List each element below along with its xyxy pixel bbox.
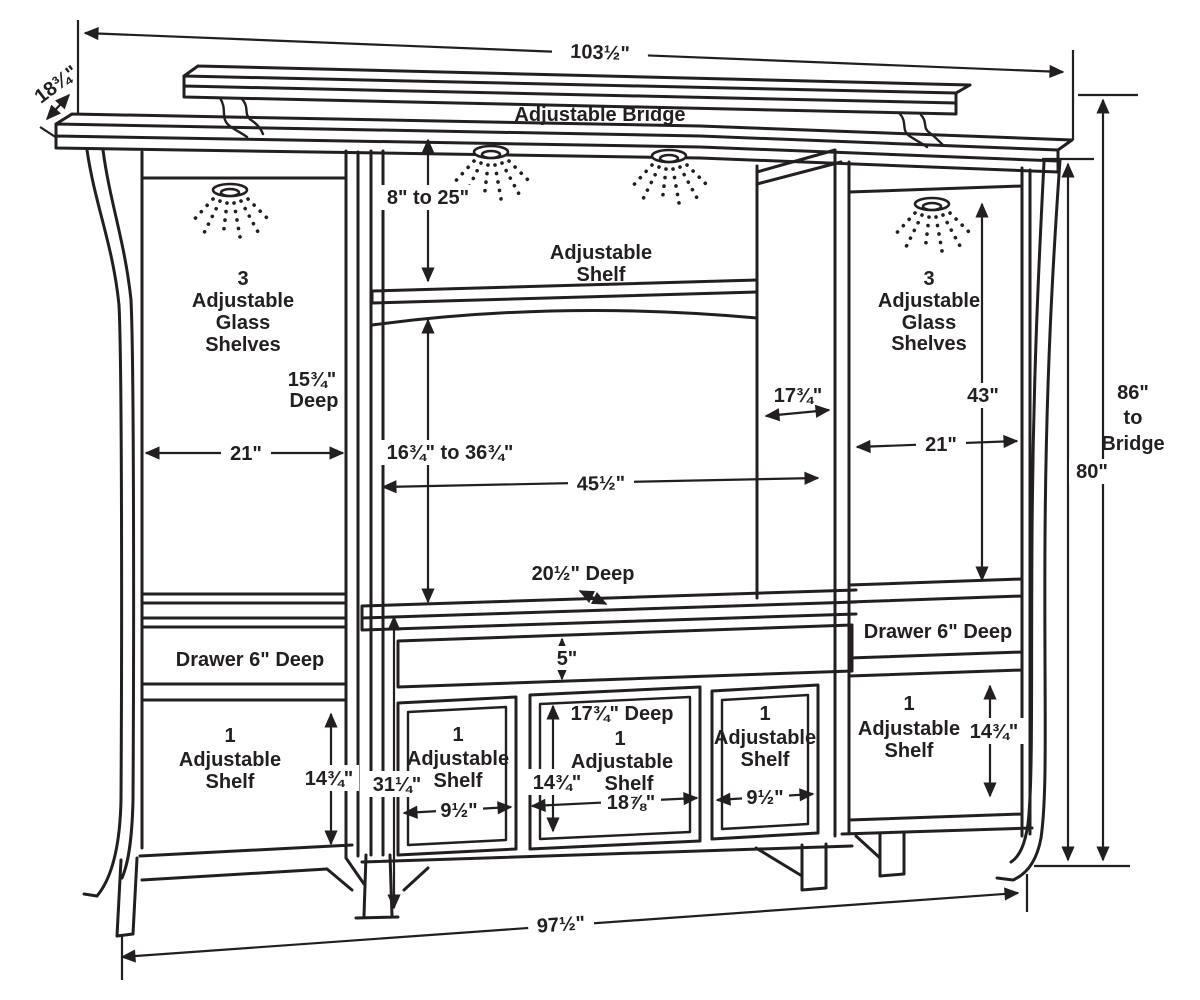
base-width-text: 97½" [536,912,586,937]
right-drawer-text: Drawer 6" Deep [864,621,1012,643]
label-mask [436,798,483,822]
center-right-door-text: Adjustable [714,727,816,749]
bridge-depth-text: 18¾" [31,61,83,108]
label-mask [567,470,635,497]
label-mask [378,185,479,210]
right-glass-text: Adjustable [878,290,980,312]
bridge-label-text: Adjustable Bridge [514,104,685,126]
label-mask [527,908,595,940]
center-right-door-width-text: 9½" [746,787,783,809]
label-mask [299,765,359,791]
label-mask [221,441,271,465]
center-right-wall [755,148,843,600]
left-drawer-text: Drawer 6" Deep [176,649,324,671]
right-door-text: 1 [903,693,914,715]
left-glass-text: Adjustable [192,290,294,312]
label-mask [1069,459,1115,484]
left-tower-legs [82,148,139,938]
bridge-height-text: to [1124,407,1143,429]
left-glass-text: 3 [237,268,248,290]
center-base-bottom-and-feet [360,842,854,892]
center-left-door-text: 1 [452,724,463,746]
left-tower-frame [138,149,360,892]
label-mask [377,440,523,465]
dim-side-depth-line [764,404,831,422]
bridge-corbel-right [898,112,945,149]
dim-overall-width-extensions [76,20,1075,140]
center-drawer-front [396,623,854,689]
right-tower-frame [833,148,1034,838]
drawer-height-text: 5" [557,648,578,670]
center-shelf-text: Adjustable [550,242,652,264]
unit-height-text: 80" [1076,461,1108,483]
right-glass-text: 3 [923,268,934,290]
center-door-width-text: 18⅞" [607,792,655,814]
center-shelf-and-arch [370,278,759,327]
center-right-door-text: 1 [759,703,770,725]
right-tower-leg [854,158,1062,882]
dim-base-width-ticks [120,874,1029,980]
overall-width-text: 103½" [570,41,630,65]
right-width-text: 21" [925,434,957,456]
left-door-text: Adjustable [179,749,281,771]
center-left-door-width-text: 9½" [440,800,477,822]
light-center-left [449,144,535,201]
left-width-text: 21" [230,443,262,465]
opening-width-text: 45½" [577,472,626,495]
label-mask [742,785,789,809]
dim-base-depth-pointer [578,590,608,605]
center-door-text: Shelf [605,773,654,795]
light-left-tower [188,182,274,239]
dim-base-width-label: 97½" [527,908,595,940]
center-left-door-text: Shelf [434,770,483,792]
dim-overall-width-label: 103½" [551,37,649,67]
right-door-height-text: 14¾" [970,721,1018,743]
left-glass-depth-text: 15¾" [288,369,336,391]
right-glass-text: Shelves [891,333,967,355]
left-door-height-text: 14¾" [305,768,353,790]
label-mask [367,771,427,797]
left-door-text: Shelf [206,771,255,793]
label-mask [958,383,1008,408]
left-glass-text: Glass [216,312,270,334]
left-glass-depth-text: Deep [290,390,339,412]
light-right-tower [890,196,976,253]
label-mask [527,769,587,795]
shelf-travel-text: 8" to 25" [387,187,469,209]
dim-bridge-depth-tick [39,126,58,139]
left-glass-text: Shelves [205,334,281,356]
label-mask [601,790,661,814]
center-door-text: Adjustable [571,751,673,773]
left-door-text: 1 [224,725,235,747]
label-mask [551,37,649,67]
right-door-text: Shelf [885,740,934,762]
dim-bridge-depth-label: 18¾" [31,61,83,108]
bridge-height-text: 86" [1117,382,1149,404]
light-center-right [627,148,713,205]
center-base-top [360,588,858,632]
label-mask [916,432,966,456]
center-door-height-text: 14¾" [533,772,581,794]
label-mask [552,646,582,670]
label-mask [964,718,1024,744]
center-left-door-text: Adjustable [407,748,509,770]
labels: 103½" 18¾" Adjustable Bridge 8" to 25" A… [31,37,1165,940]
side-depth-text: 17¾" [774,385,822,407]
center-door-depth-text: 17¾" Deep [571,703,674,725]
dim-bridge-depth-line [45,93,71,121]
right-glass-text: Glass [902,312,956,334]
base-height-text: 31¼" [373,774,421,796]
dim-bridge-height-ticks [1034,93,1138,868]
center-right-door-text: Shelf [741,749,790,771]
center-door-text: 1 [614,728,625,750]
right-glass-height-text: 43" [967,385,999,407]
dim-opening-width-label: 45½" [567,470,635,497]
opening-height-text: 16¾" to 36¾" [387,442,514,464]
center-shelf-text: Shelf [577,264,626,286]
right-door-text: Adjustable [858,718,960,740]
bridge-height-text: Bridge [1101,433,1164,455]
base-depth-text: 20½" Deep [532,563,635,585]
